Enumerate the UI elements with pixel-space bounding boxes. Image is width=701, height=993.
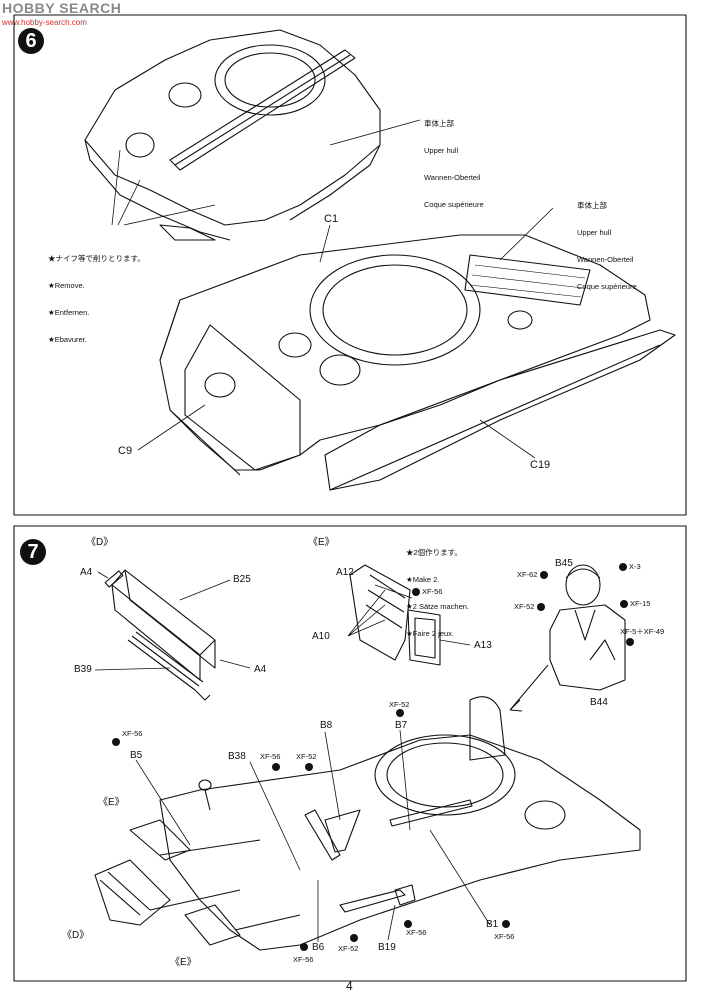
paint-dot-icon [112, 738, 120, 746]
part-label-b5: B5 [130, 750, 143, 761]
step7-d-assembly [104, 569, 216, 701]
part-label-b1: B1 [486, 919, 499, 930]
step6-frame [13, 14, 687, 516]
make-two-note: ★2個作ります。 ★Make 2. ★2 Sätze machen. ★Fair… [406, 548, 470, 638]
view-d-left-label: 《D》 [62, 930, 90, 941]
paint-dot-icon [396, 709, 404, 717]
step7-main-hull [94, 696, 641, 951]
paint-callout-xf5-xf49: XF-5＋XF-49 [620, 627, 665, 636]
paint-callout-xf56-b5: XF-56 [122, 729, 143, 738]
part-label-b45: B45 [555, 558, 573, 569]
view-e-bottom-label: 《E》 [170, 957, 197, 968]
step7-frame [13, 525, 687, 982]
paint-callout-xf56-b19: XF-56 [406, 928, 427, 937]
part-label-a4-top: A4 [80, 567, 93, 578]
step6-small-hull [84, 29, 381, 241]
paint-dot-icon [300, 943, 308, 951]
paint-callout-xf56-b1: XF-56 [494, 932, 515, 941]
paint-callout-xf56-e: XF-56 [412, 587, 442, 597]
paint-dot-icon [540, 571, 549, 580]
paint-callout-xf62: XF-62 [517, 570, 550, 580]
paint-dot-icon [404, 920, 412, 928]
paint-dot-icon [502, 920, 510, 928]
knife-remove-note: ★ナイフ等で削りとります。 ★Remove. ★Entfernen. ★Ebav… [48, 254, 145, 344]
part-label-a12: A12 [336, 567, 354, 578]
step6-number-badge: 6 [18, 28, 44, 54]
paint-callout-xf52-b7: XF-52 [389, 700, 410, 709]
page-number: 4 [346, 979, 353, 993]
view-d-title: 《D》 [86, 537, 114, 548]
part-label-c1: C1 [324, 213, 339, 225]
part-label-b39: B39 [74, 664, 92, 675]
paint-dot-icon [412, 588, 420, 597]
step7-commander-figure [549, 564, 626, 691]
part-label-b38: B38 [228, 751, 246, 762]
step6-large-hull [159, 234, 676, 491]
part-label-a13: A13 [474, 640, 492, 651]
paint-callout-xf56-b38: XF-56 [260, 752, 281, 761]
part-label-b25: B25 [233, 574, 251, 585]
watermark-url: www.hobby-search.com [2, 18, 87, 27]
paint-dot-icon [626, 638, 634, 646]
part-label-b8: B8 [320, 720, 333, 731]
paint-dot-icon [619, 563, 627, 572]
view-e-title: 《E》 [308, 537, 335, 548]
part-label-b44: B44 [590, 697, 608, 708]
paint-dot-icon [272, 763, 280, 771]
part-label-b6: B6 [312, 942, 325, 953]
paint-callout-xf52-b38: XF-52 [296, 752, 317, 761]
paint-callout-x3: X-3 [619, 562, 641, 572]
step7-number-badge: 7 [20, 539, 46, 565]
paint-callout-xf15: XF-15 [620, 599, 650, 609]
watermark-title: HOBBY SEARCH [2, 0, 122, 16]
part-label-a4-right: A4 [254, 664, 267, 675]
part-label-c19: C19 [530, 459, 551, 471]
part-label-b7: B7 [395, 720, 408, 731]
paint-callout-xf52-b6: XF-52 [338, 944, 359, 953]
paint-callout-xf56-b6: XF-56 [293, 955, 314, 964]
paint-dot-icon [537, 603, 546, 612]
upper-hull-callout-2: 車体上部 Upper hull Wannen-Oberteil Coque su… [577, 201, 637, 291]
part-label-c9: C9 [118, 445, 133, 457]
upper-hull-callout-1: 車体上部 Upper hull Wannen-Oberteil Coque su… [424, 119, 484, 209]
step7-e-assembly [349, 564, 441, 666]
view-e-left-label: 《E》 [98, 797, 125, 808]
part-label-b19: B19 [378, 942, 396, 953]
paint-dot-icon [305, 763, 313, 771]
paint-callout-xf52-figure: XF-52 [514, 602, 547, 612]
paint-dot-icon [350, 934, 358, 942]
paint-dot-icon [620, 600, 628, 609]
part-label-a10: A10 [312, 631, 330, 642]
